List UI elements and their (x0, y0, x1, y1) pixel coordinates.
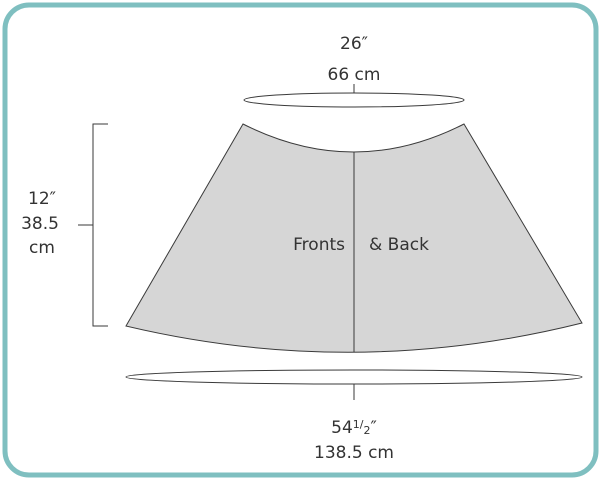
top-inches-label: 26″ (340, 34, 368, 54)
bottom-cm-label: 138.5 cm (314, 443, 394, 463)
bottom-inches-whole: 54 (331, 418, 353, 438)
bottom-circumference-ellipse (125, 369, 583, 385)
bottom-fraction-denominator: 2 (364, 424, 371, 437)
height-cm-unit-label: cm (29, 238, 55, 258)
bottom-inches-label: 541/2″ (331, 418, 377, 438)
height-cm-value-label: 38.5 (21, 214, 59, 234)
bottom-inches-mark: ″ (371, 418, 377, 438)
bottom-fraction-numerator: 1 (353, 418, 360, 431)
top-circumference-ellipse (243, 92, 465, 108)
piece-label-left: Fronts (293, 235, 345, 255)
piece-label-right: & Back (369, 235, 429, 255)
top-cm-label: 66 cm (328, 65, 381, 85)
bottom-fraction-separator: / (360, 418, 364, 431)
height-inches-label: 12″ (28, 189, 56, 209)
